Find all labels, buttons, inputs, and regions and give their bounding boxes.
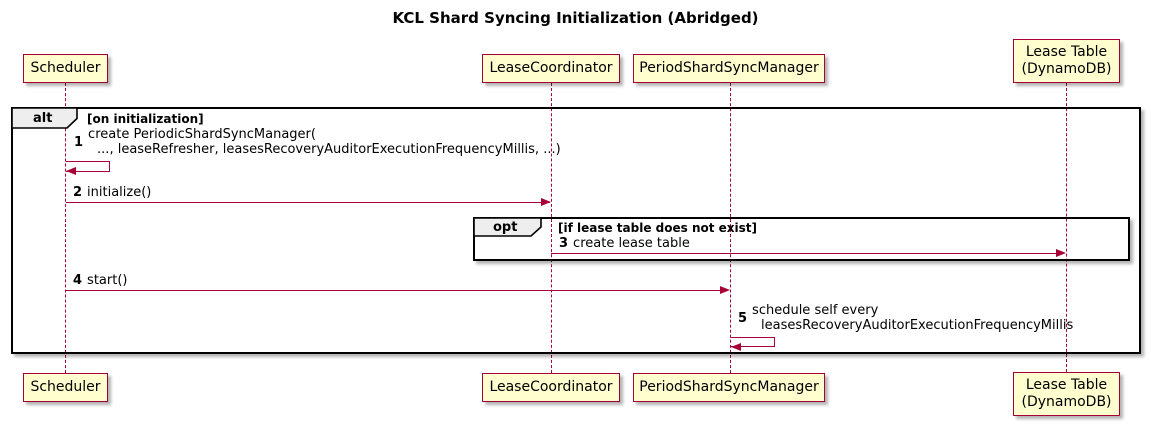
message-4-text: 4 start() <box>73 273 127 288</box>
message-3-label: create lease table <box>573 236 690 251</box>
message-3-arrowhead-icon <box>1056 249 1066 257</box>
participant-scheduler-label: Scheduler <box>30 60 101 76</box>
lifeline-scheduler <box>65 83 66 373</box>
message-2-arrow <box>66 202 550 203</box>
lifeline-period-shard-sync-manager <box>730 83 731 373</box>
participant-period-shard-sync-manager-bottom: PeriodShardSyncManager <box>633 373 825 402</box>
message-2-arrowhead-icon <box>541 198 551 206</box>
message-4-arrowhead-icon <box>720 286 730 294</box>
message-4-arrow <box>66 290 720 291</box>
message-1-line2: ..., leaseRefresher, leasesRecoveryAudit… <box>97 142 561 157</box>
participant-lease-coordinator-top: LeaseCoordinator <box>482 54 620 83</box>
participant-lease-table-label-line2: (DynamoDB) <box>1021 394 1112 410</box>
participant-lease-table-label-line1: Lease Table <box>1025 44 1108 60</box>
frame-alt-keyword: alt <box>33 111 53 126</box>
participant-scheduler-top: Scheduler <box>23 54 108 83</box>
participant-lease-coordinator-label: LeaseCoordinator <box>489 379 613 395</box>
participant-lease-table-label-line2: (DynamoDB) <box>1021 61 1112 77</box>
message-5-arrowhead-icon <box>731 343 741 351</box>
participant-lease-table-top: Lease Table (DynamoDB) <box>1013 39 1120 83</box>
participant-scheduler-label: Scheduler <box>30 379 101 395</box>
participant-lease-table-label-line1: Lease Table <box>1025 377 1108 393</box>
message-2-label: initialize() <box>87 185 152 200</box>
message-4-number: 4 <box>73 273 83 288</box>
message-5-line1: schedule self every <box>752 303 879 318</box>
frame-alt: alt [on initialization] <box>11 107 1141 354</box>
frame-opt-keyword: opt <box>493 220 518 235</box>
message-1-line1: create PeriodicShardSyncManager( <box>88 127 316 142</box>
frame-opt: opt [if lease table does not exist] <box>473 217 1130 261</box>
message-3-text: 3 create lease table <box>559 236 690 251</box>
participant-period-shard-sync-manager-top: PeriodShardSyncManager <box>633 54 825 83</box>
message-2-number: 2 <box>73 185 83 200</box>
message-1-number: 1 <box>74 134 84 150</box>
frame-opt-pentagon <box>473 217 542 237</box>
message-1-self-arrow <box>66 161 110 172</box>
message-3-arrow <box>551 253 1056 254</box>
message-3-number: 3 <box>559 236 569 251</box>
message-5-line2: leasesRecoveryAuditorExecutionFrequencyM… <box>761 318 1074 333</box>
lifeline-lease-coordinator <box>551 83 552 373</box>
message-1-arrowhead-icon <box>66 167 76 175</box>
message-4-label: start() <box>87 273 128 288</box>
message-5-number: 5 <box>738 310 748 326</box>
message-2-text: 2 initialize() <box>73 185 151 200</box>
participant-lease-coordinator-label: LeaseCoordinator <box>489 60 613 76</box>
participant-scheduler-bottom: Scheduler <box>23 373 108 402</box>
participant-period-shard-sync-manager-label: PeriodShardSyncManager <box>639 60 819 76</box>
frame-opt-condition: [if lease table does not exist] <box>558 221 758 235</box>
message-5-self-arrow <box>731 337 775 347</box>
message-1-text: 1 create PeriodicShardSyncManager( ..., … <box>74 127 561 157</box>
lifeline-lease-table <box>1066 83 1067 372</box>
participant-period-shard-sync-manager-label: PeriodShardSyncManager <box>639 379 819 395</box>
message-5-text: 5 schedule self every leasesRecoveryAudi… <box>738 303 1073 333</box>
diagram-title: KCL Shard Syncing Initialization (Abridg… <box>392 9 759 27</box>
participant-lease-coordinator-bottom: LeaseCoordinator <box>482 373 620 402</box>
frame-alt-pentagon <box>11 107 78 129</box>
participant-lease-table-bottom: Lease Table (DynamoDB) <box>1013 372 1120 416</box>
frame-alt-condition: [on initialization] <box>87 112 204 126</box>
